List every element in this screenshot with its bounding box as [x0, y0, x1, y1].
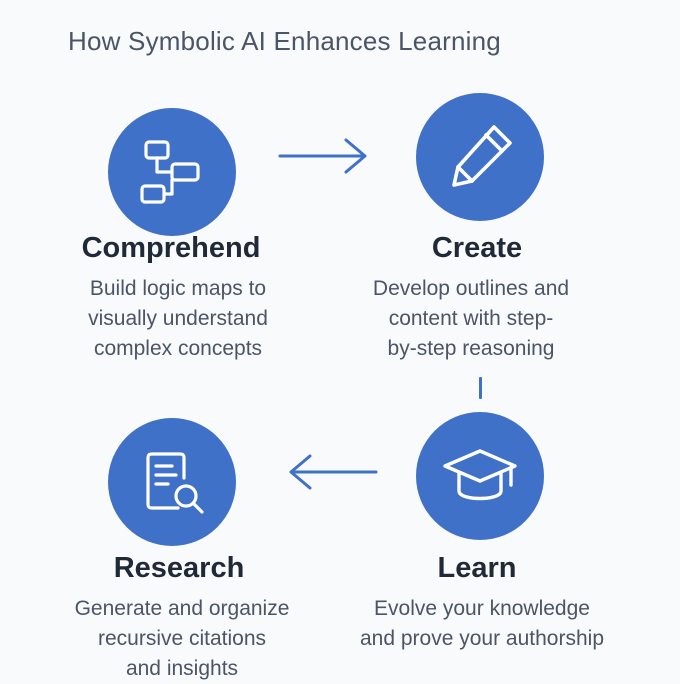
document-search-icon: [146, 452, 204, 514]
description-line: Develop outlines and: [372, 277, 570, 300]
description-line: by-step reasoning: [387, 337, 555, 360]
step-description-create: Develop outlines and content with step- …: [340, 274, 602, 364]
comprehend-icon-circle: [108, 108, 236, 236]
pencil-icon: [452, 125, 512, 187]
page-title: How Symbolic AI Enhances Learning: [68, 26, 501, 56]
description-line: Generate and organize: [74, 597, 290, 620]
description-line: Build logic maps to: [89, 277, 267, 300]
description-line: and prove your authorship: [360, 627, 604, 650]
create-icon-circle: [416, 93, 544, 221]
step-heading-learn: Learn: [437, 552, 517, 584]
vertical-connector: [479, 377, 482, 399]
arrow-right-icon: [278, 138, 367, 174]
arrow-left-icon: [289, 454, 378, 490]
graduation-cap-icon: [443, 449, 517, 501]
learn-icon-circle: [416, 412, 544, 540]
step-description-research: Generate and organize recursive citation…: [44, 594, 320, 684]
description-line: and insights: [125, 657, 239, 680]
step-heading-comprehend: Comprehend: [81, 232, 261, 264]
step-heading-create: Create: [431, 232, 523, 264]
step-description-learn: Evolve your knowledge and prove your aut…: [326, 594, 638, 654]
flowchart-icon: [140, 140, 200, 204]
description-line: visually understand: [88, 307, 268, 330]
description-line: complex concepts: [93, 337, 263, 360]
research-icon-circle: [108, 418, 236, 546]
description-line: content with step-: [388, 307, 554, 330]
description-line: Evolve your knowledge: [374, 597, 590, 620]
step-heading-research: Research: [113, 552, 245, 584]
step-description-comprehend: Build logic maps to visually understand …: [40, 274, 316, 364]
description-line: recursive citations: [97, 627, 267, 650]
